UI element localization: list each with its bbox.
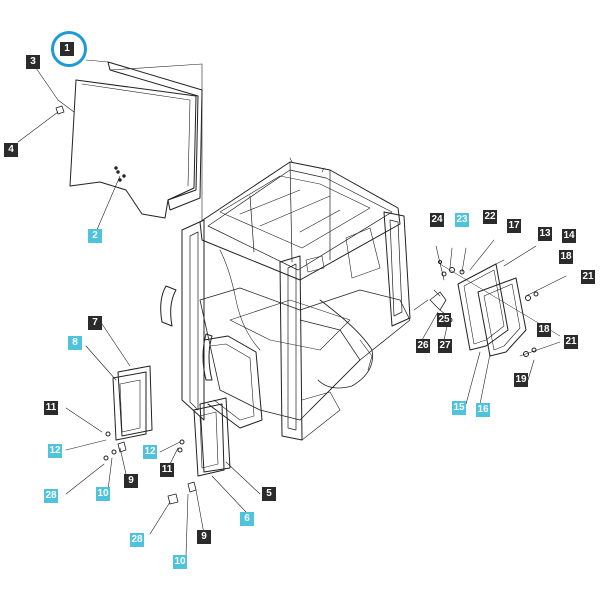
- callout-27: 27: [438, 339, 452, 353]
- door-window-assembly: [149, 397, 261, 557]
- callout-28-door: 28: [130, 533, 144, 547]
- callout-14: 14: [562, 229, 576, 243]
- callout-6: 6: [240, 512, 254, 526]
- callout-9-door: 9: [197, 530, 211, 544]
- rear-window-inner: [81, 83, 191, 187]
- callout-12-door: 12: [143, 445, 157, 459]
- highlight-ring: [51, 31, 87, 67]
- callout-13: 13: [538, 227, 552, 241]
- left-window-assembly: [65, 323, 153, 495]
- rear-window-assembly: [17, 59, 203, 233]
- callout-18-bottom: 18: [537, 323, 551, 337]
- callout-17: 17: [507, 219, 521, 233]
- rear-window-glass: [69, 79, 197, 219]
- callout-18-top: 18: [559, 250, 573, 264]
- callout-10-door: 10: [173, 555, 187, 569]
- callout-9-left: 9: [124, 474, 138, 488]
- cab-frame: [160, 157, 411, 441]
- callout-26: 26: [416, 339, 430, 353]
- callout-25: 25: [437, 313, 451, 327]
- callout-28-left: 28: [44, 489, 58, 503]
- callout-3: 3: [26, 55, 40, 69]
- callout-2: 2: [88, 229, 102, 243]
- callout-19: 19: [514, 373, 528, 387]
- callout-24: 24: [430, 213, 444, 227]
- callout-16: 16: [476, 403, 490, 417]
- callout-12-left: 12: [48, 444, 62, 458]
- callout-8: 8: [68, 336, 82, 350]
- callout-1: 1: [60, 42, 74, 56]
- callout-4: 4: [4, 143, 18, 157]
- callout-11-door: 11: [160, 463, 174, 477]
- rear-window-seal: [107, 61, 203, 211]
- callout-22: 22: [483, 210, 497, 224]
- callout-11-left: 11: [44, 401, 58, 415]
- callout-21-top: 21: [581, 270, 595, 284]
- callout-23: 23: [455, 213, 469, 227]
- callout-21-bottom: 21: [564, 335, 578, 349]
- callout-10-left: 10: [96, 487, 110, 501]
- callout-5: 5: [262, 487, 276, 501]
- callout-7: 7: [88, 316, 102, 330]
- callout-15: 15: [452, 401, 466, 415]
